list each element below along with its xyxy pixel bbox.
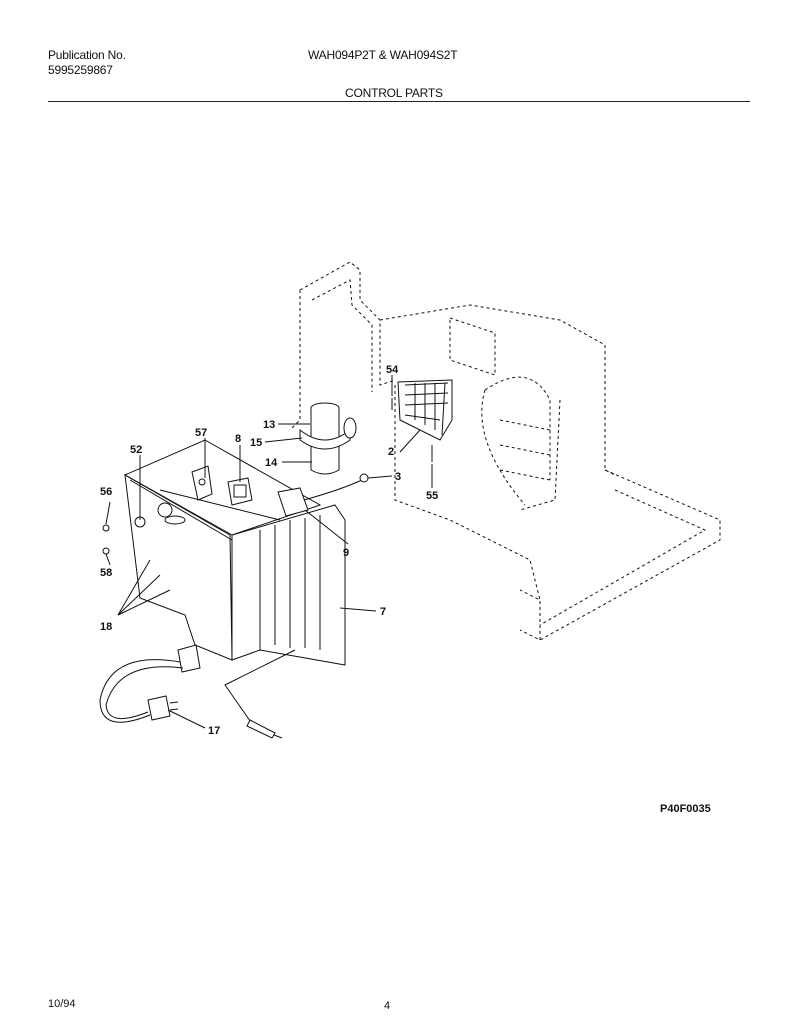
thermostat-bracket [391,379,453,462]
relay [191,465,213,501]
callout-55: 55 [426,490,438,502]
publication-number: 5995259867 [48,63,113,77]
capacitor [299,402,357,475]
callout-7: 7 [380,606,386,618]
model-numbers: WAH094P2T & WAH094S2T [308,48,458,62]
screws [102,524,110,555]
callout-8: 8 [235,433,241,445]
section-title: CONTROL PARTS [345,86,443,100]
callout-15: 15 [250,437,262,449]
callout-18: 18 [100,621,112,633]
callout-3: 3 [395,471,401,483]
selector-switch [227,477,253,506]
callout-56: 56 [100,486,112,498]
header-rule [48,101,750,102]
callout-13: 13 [263,419,275,431]
drawing-code: P40F0035 [660,803,711,815]
callout-58: 58 [100,567,112,579]
power-cord [99,644,201,723]
callout-9: 9 [343,547,349,559]
wire-harness [117,559,171,616]
callout-labels: 54 13 57 8 15 2 52 14 3 55 56 9 58 7 18 … [100,364,438,737]
cabinet-outline [289,261,721,641]
leader-lines [105,375,433,729]
page-number: 4 [384,1000,391,1012]
callout-14: 14 [265,457,278,469]
publication-label: Publication No. [48,48,126,62]
callout-2: 2 [388,446,394,458]
footer-date: 10/94 [48,998,76,1010]
control-housing [123,439,346,666]
callout-17: 17 [208,725,220,737]
callout-52: 52 [130,444,142,456]
sensing-bulb [224,649,296,739]
callout-57: 57 [195,427,207,439]
thermostat [277,473,369,517]
callout-54: 54 [386,364,399,376]
